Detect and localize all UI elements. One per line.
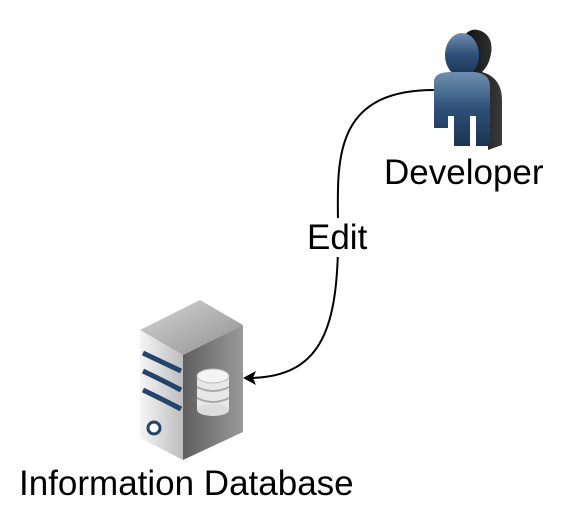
user-icon [434, 29, 502, 150]
developer-node[interactable] [434, 29, 502, 150]
database-server-icon [140, 300, 243, 460]
arrowhead-icon [243, 371, 256, 385]
server-stripe-2 [141, 368, 183, 393]
database-node[interactable] [140, 300, 243, 460]
edge-label-edit: Edit [305, 218, 370, 257]
user-icon-body [434, 72, 490, 146]
server-top [140, 300, 243, 355]
database-cylinder-icon [196, 368, 230, 416]
server-stripe-3 [141, 387, 183, 412]
user-icon-head [445, 33, 479, 77]
server-power-button [146, 420, 162, 436]
developer-label: Developer [384, 153, 544, 192]
database-label: Information Database [19, 464, 354, 503]
server-stripe-1 [141, 350, 183, 374]
